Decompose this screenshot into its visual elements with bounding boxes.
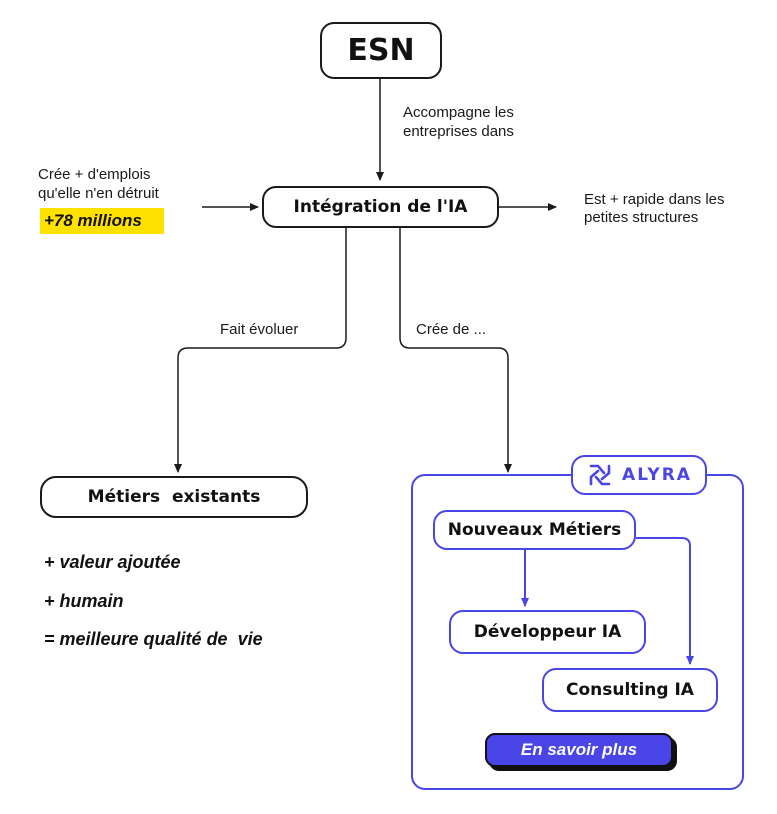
node-metiers-existants-label: Métiers existants bbox=[87, 487, 261, 507]
node-consulting-ia-label: Consulting IA bbox=[566, 680, 694, 700]
arrow-nouveaux-to-consulting bbox=[636, 537, 694, 665]
en-savoir-plus-label: En savoir plus bbox=[520, 740, 638, 759]
label-accompagne-line1: Accompagne les bbox=[403, 104, 514, 121]
label-fait-evoluer: Fait évoluer bbox=[220, 321, 299, 338]
alyra-brand-name: ALYRA bbox=[622, 465, 692, 485]
node-nouveaux-metiers: Nouveaux Métiers bbox=[433, 510, 636, 550]
stat-highlight bbox=[40, 208, 164, 234]
benefit-qualite: = meilleure qualité de vie bbox=[44, 629, 263, 649]
benefit-humain: + humain bbox=[44, 591, 124, 611]
node-consulting-ia: Consulting IA bbox=[542, 668, 718, 712]
node-nouveaux-metiers-label: Nouveaux Métiers bbox=[447, 520, 622, 540]
arrow-integration-to-nouveaux bbox=[399, 228, 512, 473]
label-cree-de: Crée de ... bbox=[416, 321, 487, 338]
label-accompagne-line2: entreprises dans bbox=[403, 123, 514, 140]
benefit-valeur: + valeur ajoutée bbox=[44, 552, 181, 572]
node-esn-label: ESN bbox=[347, 33, 415, 68]
en-savoir-plus-button[interactable]: En savoir plus bbox=[485, 733, 673, 767]
label-rapide-line1: Est + rapide dans les bbox=[584, 191, 725, 208]
node-metiers-existants: Métiers existants bbox=[40, 476, 308, 518]
node-esn: ESN bbox=[320, 22, 442, 79]
alyra-badge[interactable]: ALYRA bbox=[571, 455, 707, 495]
label-cree-emplois-line1: Crée + d'emplois bbox=[38, 166, 151, 183]
alyra-logo-icon bbox=[586, 461, 614, 489]
node-integration-label: Intégration de l'IA bbox=[293, 197, 468, 217]
node-developpeur-ia-label: Développeur IA bbox=[473, 622, 622, 642]
label-cree-emplois-line2: qu'elle n'en détruit bbox=[38, 185, 159, 202]
label-rapide-line2: petites structures bbox=[584, 209, 699, 226]
stat-value: +78 millions bbox=[44, 211, 142, 230]
node-developpeur-ia: Développeur IA bbox=[449, 610, 646, 654]
arrow-integration-to-metiers bbox=[174, 228, 347, 473]
node-integration: Intégration de l'IA bbox=[262, 186, 499, 228]
